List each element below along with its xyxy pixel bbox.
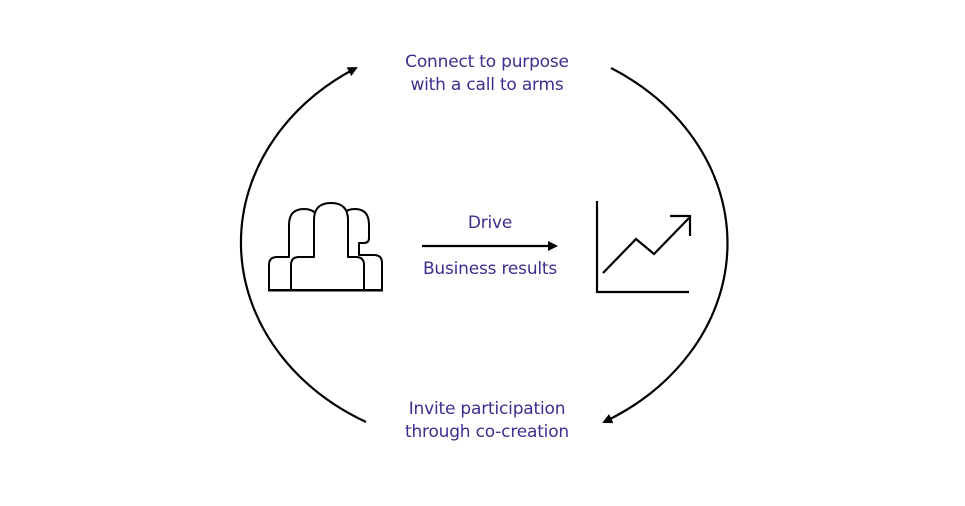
top-label-line-1: Connect to purpose <box>405 52 569 72</box>
left-cycle-arc <box>239 67 367 423</box>
business-results-label: Business results <box>422 259 558 279</box>
growth-chart-icon <box>595 201 692 294</box>
top-label-line-2: with a call to arms <box>410 75 564 95</box>
drive-label: Drive <box>467 213 513 233</box>
people-group-icon <box>268 202 383 292</box>
bottom-label-line-2: through co-creation <box>404 422 569 442</box>
top-cycle-label: Connect to purpose with a call to arms <box>367 51 607 97</box>
bottom-label-line-1: Invite participation <box>408 399 566 419</box>
right-cycle-arc <box>602 67 729 424</box>
bottom-cycle-label: Invite participation through co-creation <box>367 398 607 444</box>
